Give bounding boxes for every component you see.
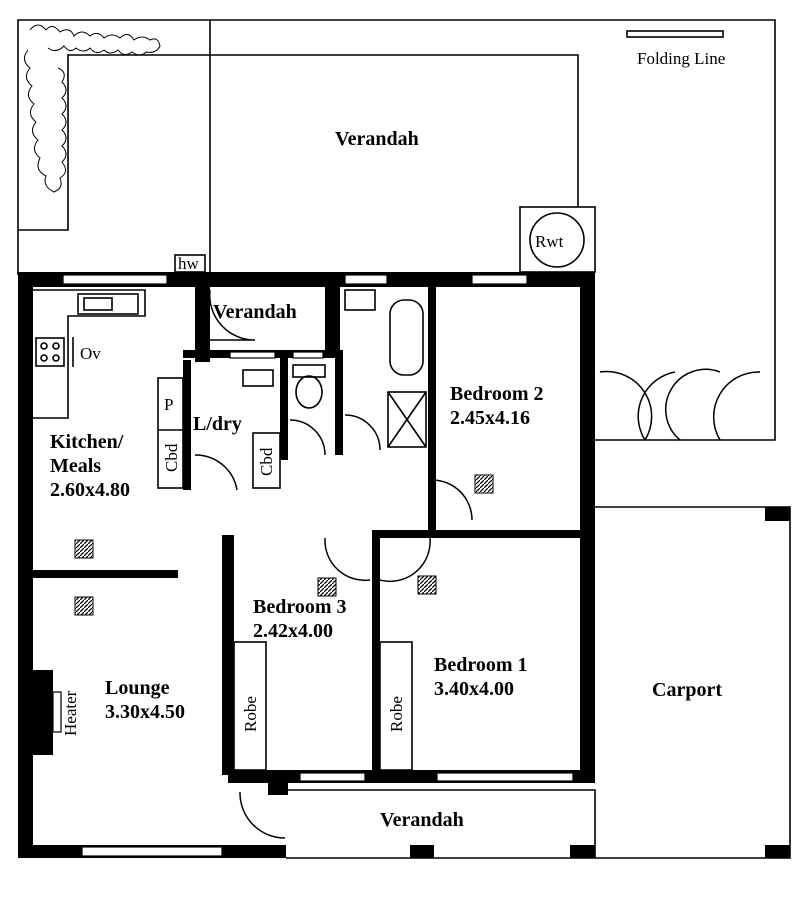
oven-label: Ov bbox=[80, 344, 101, 363]
lounge-size: 3.30x4.50 bbox=[105, 701, 185, 723]
toilet-icon bbox=[292, 364, 326, 378]
cupboard-label: Cbd bbox=[162, 443, 181, 472]
pantry-label: P bbox=[164, 395, 173, 414]
windows bbox=[62, 274, 574, 857]
doors bbox=[194, 289, 761, 839]
rwt-label: Rwt bbox=[535, 232, 564, 251]
bedroom1-label: Bedroom 1 bbox=[434, 654, 528, 676]
site-boundary bbox=[17, 19, 776, 441]
bedroom2-label: Bedroom 2 bbox=[450, 383, 544, 405]
kitchen-size: 2.60x4.80 bbox=[50, 479, 130, 501]
lounge-label: Lounge bbox=[105, 677, 170, 699]
rainwater-tank-icon bbox=[529, 212, 585, 268]
smoke-detector-icons bbox=[74, 474, 494, 616]
shower-icon bbox=[387, 391, 427, 448]
carport-label: Carport bbox=[652, 679, 722, 701]
verandah-front-label: Verandah bbox=[380, 809, 464, 831]
verandah-rear-label: Verandah bbox=[335, 128, 419, 150]
garden-shrubs-icon bbox=[24, 24, 161, 193]
hw-label: hw bbox=[178, 254, 200, 273]
bedroom1-size: 3.40x4.00 bbox=[434, 678, 514, 700]
heater-icon bbox=[33, 670, 53, 755]
sink-icon bbox=[77, 293, 139, 315]
cupboard-label: Cbd bbox=[257, 447, 276, 476]
kitchen-fixtures bbox=[33, 289, 427, 771]
laundry-label: L/dry bbox=[193, 413, 242, 435]
kitchen-label: Meals bbox=[50, 455, 101, 477]
bedroom2-size: 2.45x4.16 bbox=[450, 407, 530, 429]
folding-line-label: Folding Line bbox=[637, 49, 725, 68]
heater-label: Heater bbox=[61, 690, 80, 736]
bedroom3-label: Bedroom 3 bbox=[253, 596, 347, 618]
robe-label: Robe bbox=[387, 696, 406, 732]
bath-icon bbox=[389, 299, 424, 376]
kitchen-label: Kitchen/ bbox=[50, 431, 124, 453]
cooktop-icon bbox=[35, 337, 65, 367]
folding-line-legend-icon bbox=[626, 30, 724, 38]
bedroom3-size: 2.42x4.00 bbox=[253, 620, 333, 642]
robe-label: Robe bbox=[241, 696, 260, 732]
verandah-entry-label: Verandah bbox=[213, 301, 297, 323]
